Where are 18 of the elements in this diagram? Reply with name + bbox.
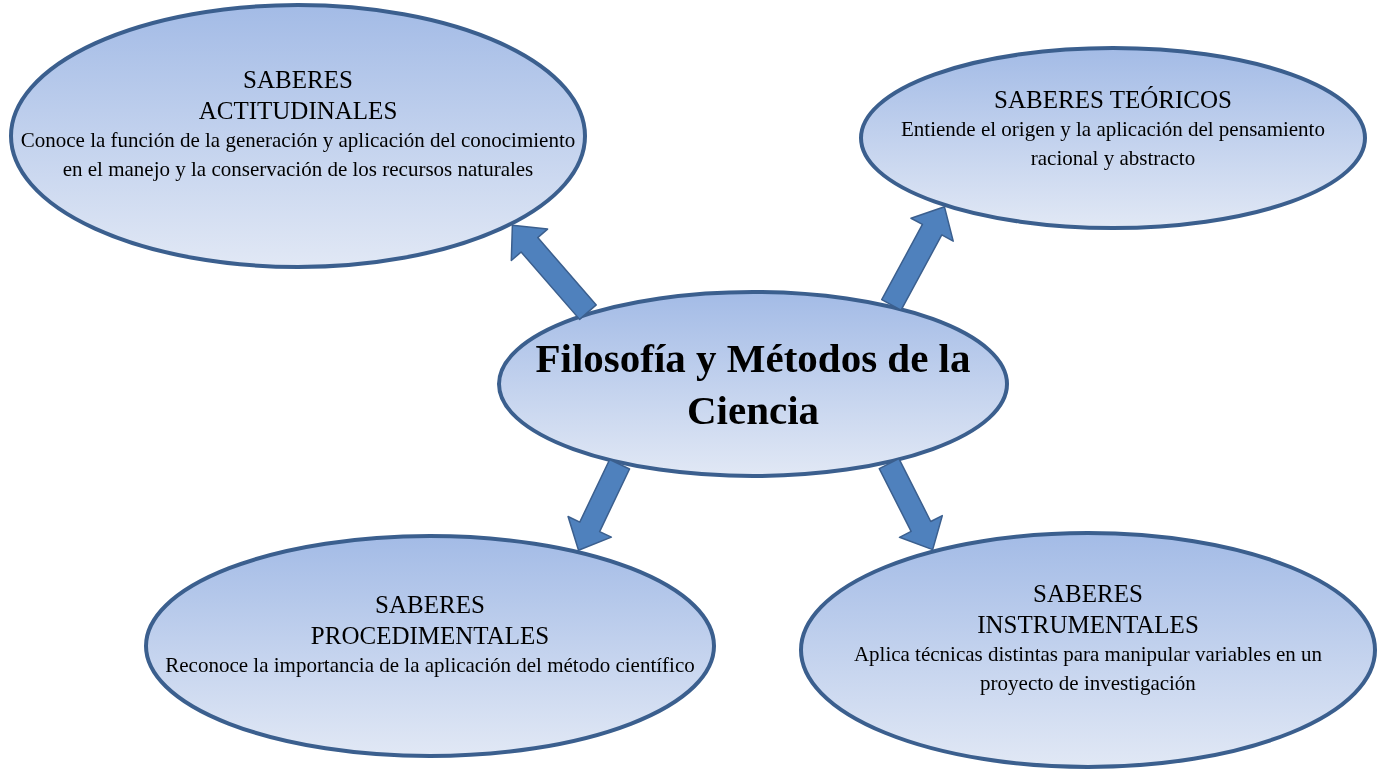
node-heading: SABERES ACTITUDINALES bbox=[197, 65, 399, 126]
block-arrow bbox=[878, 457, 944, 551]
node-heading: SABERES TEÓRICOS bbox=[993, 84, 1233, 115]
node-heading: SABERES PROCEDIMENTALES bbox=[309, 589, 551, 651]
node-heading: SABERES INSTRUMENTALES bbox=[976, 579, 1200, 640]
ellipse-node bbox=[9, 3, 587, 269]
node-description: Entiende el origen y la aplicación del pensamiento racional y abstracto bbox=[900, 115, 1326, 172]
node-description: Aplica técnicas distintas para manipular variables en un proyecto de investigación bbox=[852, 641, 1324, 697]
central-title: Filosofía y Métodos de la Ciencia bbox=[534, 334, 972, 435]
ellipse-node bbox=[497, 290, 1009, 478]
block-arrow bbox=[567, 458, 631, 552]
ellipse-node bbox=[144, 534, 716, 758]
block-arrow bbox=[510, 224, 597, 321]
ellipse-node bbox=[859, 46, 1367, 230]
block-arrow bbox=[880, 206, 954, 311]
ellipse-node bbox=[799, 531, 1377, 769]
node-description: Reconoce la importancia de la aplicación del método científico bbox=[164, 651, 696, 679]
node-description: Conoce la función de la generación y aplicación del conocimiento en el manejo y la conservación de los recursos naturales bbox=[19, 127, 577, 183]
